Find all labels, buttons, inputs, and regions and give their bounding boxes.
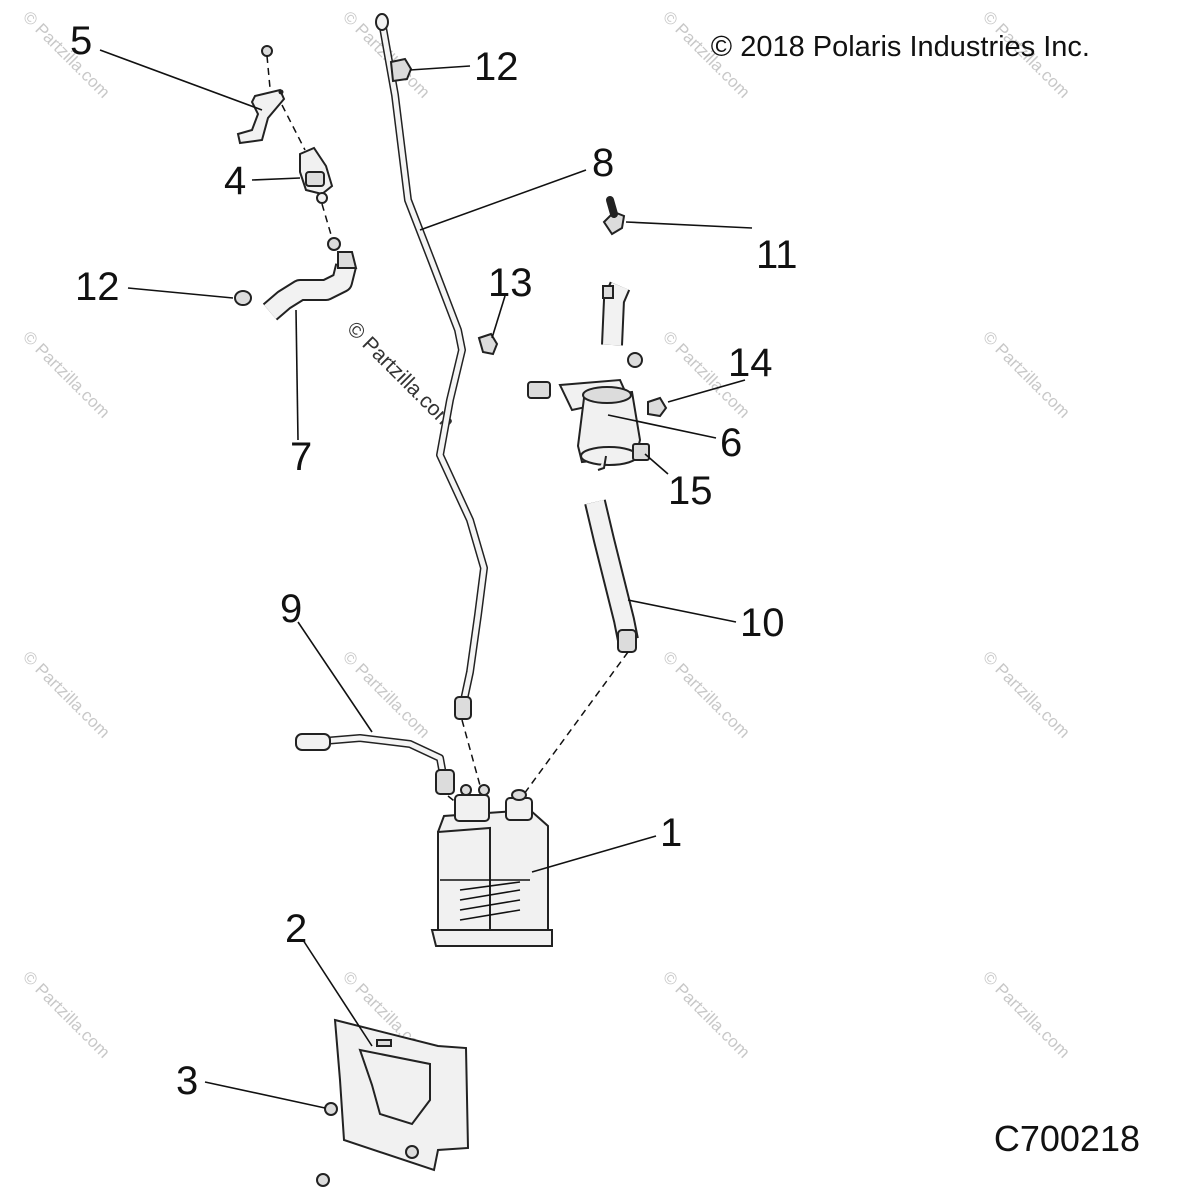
watermark-text: © Partzilla.com (979, 967, 1073, 1061)
callout-11: 11 (756, 233, 798, 277)
watermark-text: © Partzilla.com (19, 647, 113, 741)
diagram-code: C700218 (994, 1118, 1140, 1159)
part-bolt-bottom[interactable] (316, 1173, 330, 1187)
callout-13: 13 (488, 261, 533, 305)
callout-12-left: 12 (75, 265, 120, 309)
callout-2: 2 (285, 907, 307, 951)
watermark-text: © Partzilla.com (339, 647, 433, 741)
watermark-text: © Partzilla.com (19, 327, 113, 421)
part-3-bolt[interactable] (324, 1102, 338, 1116)
part-6-bracket-clip[interactable] (527, 381, 551, 399)
part-1-evap-canister[interactable] (430, 784, 553, 947)
part-13-clip[interactable] (477, 332, 499, 356)
callout-4: 4 (224, 159, 246, 203)
part-4-valve[interactable] (299, 146, 334, 204)
callout-7: 7 (290, 435, 312, 479)
part-11-fitting[interactable] (602, 196, 626, 236)
watermark-text: © Partzilla.com (659, 647, 753, 741)
callout-14: 14 (728, 341, 773, 385)
callout-3: 3 (176, 1059, 198, 1103)
watermark-center-text: © Partzilla.com (342, 317, 458, 433)
watermark-text: © Partzilla.com (659, 967, 753, 1061)
part-9-hose[interactable] (295, 733, 455, 795)
part-12-clamp-small[interactable] (327, 237, 341, 251)
watermark-text: © Partzilla.com (19, 967, 113, 1061)
callout-9: 9 (280, 587, 302, 631)
watermark-text: © Partzilla.com (979, 327, 1073, 421)
part-15-clip[interactable] (632, 443, 650, 461)
callout-6: 6 (720, 421, 742, 465)
watermark-text: © Partzilla.com (979, 647, 1073, 741)
part-12-clamp-left[interactable] (234, 290, 252, 306)
part-6-purge-valve[interactable] (558, 285, 642, 471)
part-short-hose[interactable] (601, 281, 631, 346)
part-nut-small[interactable] (627, 352, 643, 368)
part-14-clip[interactable] (647, 396, 668, 418)
callout-labels: 5 4 12 7 8 12 13 11 14 6 15 10 9 1 2 3 (70, 19, 798, 1103)
part-7-hose[interactable] (262, 251, 358, 321)
part-10-hose[interactable] (584, 499, 639, 653)
callout-1: 1 (660, 811, 682, 855)
part-8-vent-line[interactable] (375, 13, 488, 720)
callout-15: 15 (668, 469, 713, 513)
copyright-text: © 2018 Polaris Industries Inc. (711, 31, 1090, 63)
part-12-clamp-top[interactable] (389, 57, 413, 83)
callout-10: 10 (740, 601, 785, 645)
callout-5: 5 (70, 19, 92, 63)
leader-lines (99, 49, 753, 1109)
watermark-text: © Partzilla.com (19, 7, 113, 101)
part-5-bracket[interactable] (236, 45, 286, 145)
callout-12-top: 12 (474, 45, 519, 89)
callout-8: 8 (592, 141, 614, 185)
part-2-bracket[interactable] (333, 1018, 470, 1172)
